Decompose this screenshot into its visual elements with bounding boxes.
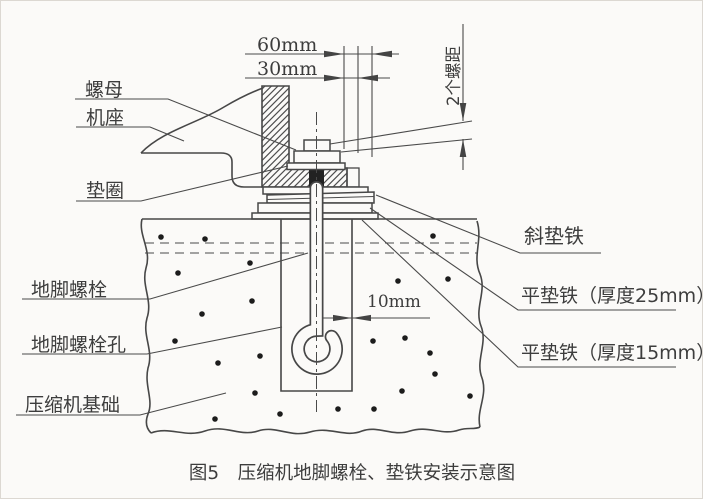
foundation-right-break-edge <box>476 220 485 428</box>
label-flat-shim-15: 平垫铁（厚度15mm） <box>521 342 703 364</box>
leader-inclined-shim <box>375 194 601 254</box>
dim-10mm-text: 10mm <box>367 292 421 312</box>
concrete-dot <box>371 406 377 412</box>
label-anchor-bolt: 地脚螺栓 <box>31 279 107 301</box>
concrete-dot <box>402 335 408 341</box>
foundation-bottom-break-edge <box>150 426 481 435</box>
leader-machine-base <box>76 126 185 142</box>
concrete-dot <box>467 393 473 399</box>
label-flat-shim-25: 平垫铁（厚度25mm） <box>521 285 703 307</box>
concrete-dot <box>445 276 451 282</box>
left-labels: 螺母 机座 垫圈 地脚螺栓 地脚螺栓孔 压缩机基础 <box>25 79 126 416</box>
label-machine-base: 机座 <box>86 107 124 129</box>
label-nut: 螺母 <box>85 79 123 101</box>
leader-flat-shim-25 <box>369 207 676 311</box>
leader-anchor-bolt-hole <box>22 326 283 355</box>
leader-washer <box>76 165 289 202</box>
concrete-dot <box>215 360 221 366</box>
concrete-dot <box>430 233 436 239</box>
dim-pitch-text: 2个螺距 <box>444 46 463 106</box>
projection-line-upper <box>329 120 473 145</box>
label-foundation: 压缩机基础 <box>25 394 120 416</box>
concrete-dot <box>252 390 258 396</box>
foundation-left-break-edge <box>140 218 152 434</box>
label-washer: 垫圈 <box>86 180 124 202</box>
projection-line-lower <box>340 138 473 153</box>
concrete-dot <box>257 353 263 359</box>
leader-foundation <box>16 392 227 416</box>
concrete-dot <box>277 411 283 417</box>
left-leaders <box>16 98 309 416</box>
right-leaders <box>361 194 676 368</box>
dim-60mm-text: 60mm <box>257 34 317 56</box>
concrete-dot <box>335 406 341 412</box>
concrete-dot <box>212 416 218 422</box>
dimensions: 60mm 30mm 2个螺距 10mm <box>245 24 473 322</box>
concrete-dots <box>158 233 473 422</box>
anchor-bolt-hole-outline <box>280 219 353 392</box>
label-inclined-shim: 斜垫铁 <box>524 224 584 248</box>
concrete-dot <box>202 236 208 242</box>
concrete-dot <box>432 371 438 377</box>
concrete-dot <box>247 260 253 266</box>
concrete-dot <box>399 388 405 394</box>
concrete-dot <box>427 350 433 356</box>
machine-base-outline <box>140 87 264 188</box>
label-anchor-bolt-hole: 地脚螺栓孔 <box>31 334 126 356</box>
concrete-dot <box>370 338 376 344</box>
leader-anchor-bolt <box>22 252 309 300</box>
leader-nut <box>75 98 297 151</box>
right-labels: 斜垫铁 平垫铁（厚度25mm） 平垫铁（厚度15mm） <box>521 224 703 364</box>
leader-flat-shim-15 <box>361 219 676 368</box>
figure-caption: 图5 压缩机地脚螺栓、垫铁安装示意图 <box>189 463 515 484</box>
concrete-dot <box>395 278 401 284</box>
dim-30mm-text: 30mm <box>257 58 317 80</box>
concrete-dot <box>172 338 178 344</box>
anchor-bolt-assembly <box>286 112 346 412</box>
concrete-dot <box>199 311 205 317</box>
bolt-hook-body <box>292 182 342 374</box>
concrete-dot <box>175 270 181 276</box>
concrete-dot <box>158 234 164 240</box>
concrete-dot <box>249 298 255 304</box>
